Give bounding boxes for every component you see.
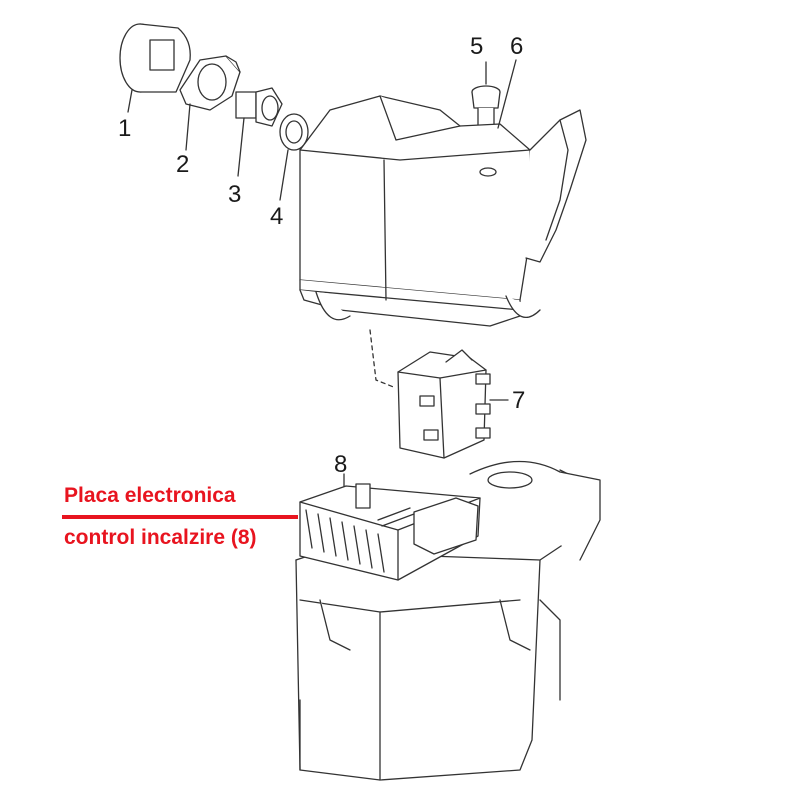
- part-number-5: 5: [470, 33, 483, 60]
- part-number-6: 6: [510, 33, 523, 60]
- part-connector: [235, 87, 283, 127]
- part-bracket: [179, 55, 241, 111]
- callout-subtitle-line: control incalzire (8): [64, 526, 257, 549]
- part-ring-seal: [279, 113, 309, 151]
- part-relay: [397, 349, 491, 459]
- part-number-1: 1: [118, 115, 131, 142]
- upper-housing: [299, 95, 587, 327]
- part-valve-screw: [471, 85, 501, 131]
- leader-lines: [127, 59, 517, 487]
- part-electronic-board: [299, 483, 481, 581]
- part-number-4: 4: [270, 203, 283, 230]
- dashed-leader: [369, 329, 397, 389]
- callout-underline: [62, 515, 298, 519]
- callout-title-line: Placa electronica: [64, 484, 236, 507]
- part-number-3: 3: [228, 181, 241, 208]
- part-number-7: 7: [512, 387, 525, 414]
- part-knob: [119, 23, 191, 93]
- part-number-8: 8: [334, 451, 347, 478]
- part-number-2: 2: [176, 151, 189, 178]
